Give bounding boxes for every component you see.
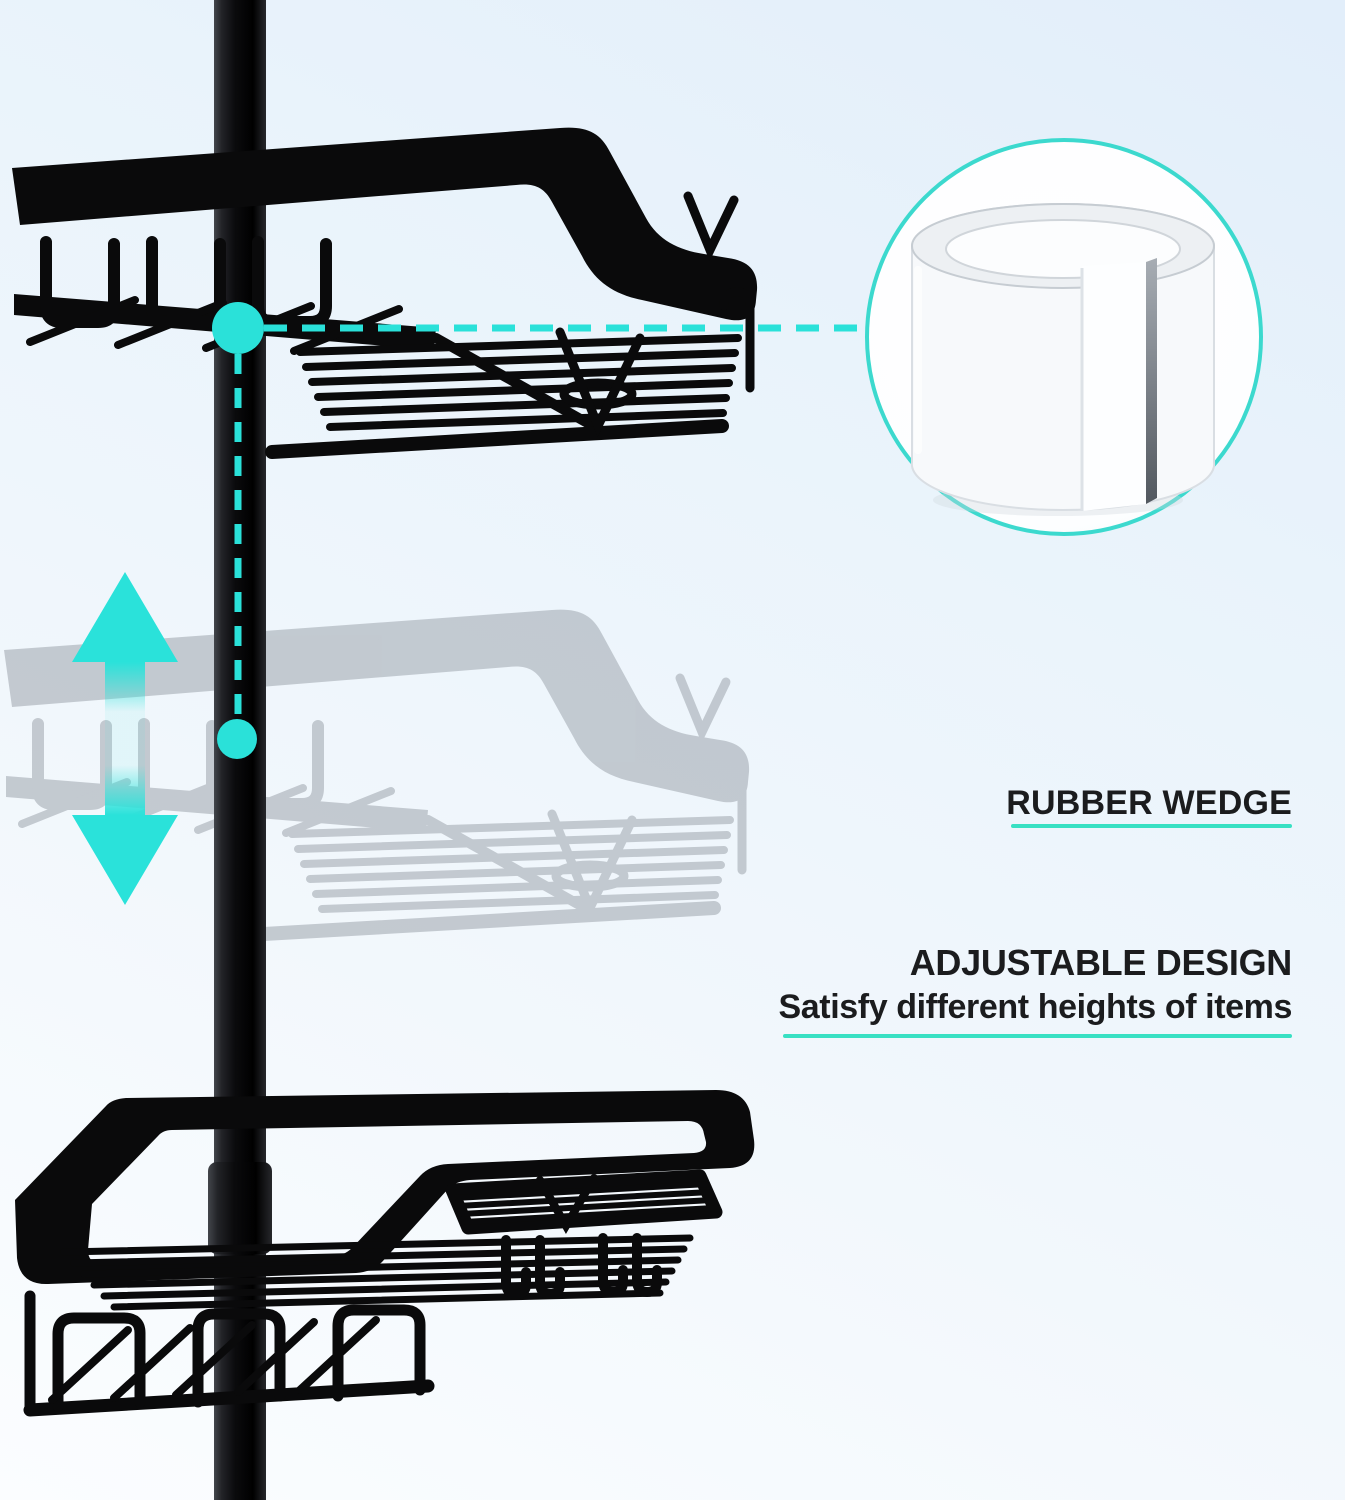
basket-base-wires bbox=[60, 1234, 694, 1311]
basket-front-lattice bbox=[23, 1290, 435, 1417]
rubber-wedge-underline bbox=[1011, 824, 1292, 828]
top-shelf-basket bbox=[12, 128, 757, 452]
utility-hooks bbox=[501, 1233, 662, 1300]
adjustable-design-title: ADJUSTABLE DESIGN bbox=[909, 942, 1293, 983]
callout-dot-bottom bbox=[217, 719, 257, 759]
callout-dot-top bbox=[212, 302, 264, 354]
pole-adjustment-collar bbox=[208, 1162, 272, 1254]
rubber-wedge-label: RUBBER WEDGE bbox=[1006, 784, 1292, 822]
bottom-corner-basket bbox=[15, 1090, 755, 1417]
adjustable-design-subtitle: Satisfy different heights of items bbox=[778, 988, 1293, 1026]
rubber-wedge-inset bbox=[865, 138, 1263, 536]
adjustable-design-underline bbox=[783, 1034, 1292, 1038]
rubber-wedge-3d bbox=[910, 203, 1216, 516]
soap-dish-tray bbox=[445, 1169, 723, 1235]
up-down-arrow-icon bbox=[72, 572, 178, 905]
